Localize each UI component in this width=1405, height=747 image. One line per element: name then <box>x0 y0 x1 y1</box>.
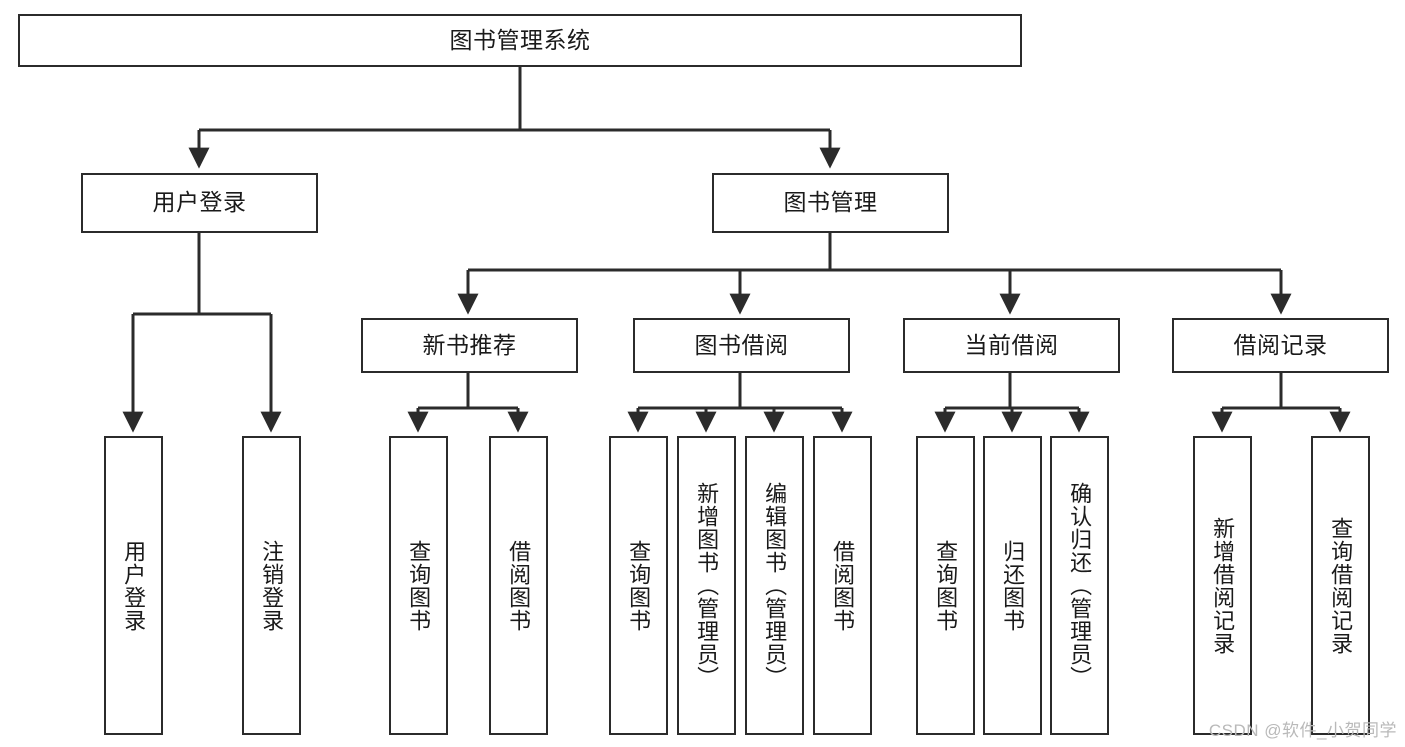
node-new-book-recommend[interactable]: 新书推荐 <box>361 318 578 373</box>
leaf-borrow-book-new-recommend[interactable]: 借阅图书 <box>489 436 548 735</box>
node-book-borrow[interactable]: 图书借阅 <box>633 318 850 373</box>
node-root-book-management-system[interactable]: 图书管理系统 <box>18 14 1022 67</box>
node-label: 查询图书 <box>933 539 959 632</box>
node-label: 用户登录 <box>152 189 247 216</box>
node-label: 归还图书 <box>1000 539 1026 632</box>
leaf-confirm-return-admin[interactable]: 确认归还（管理员） <box>1050 436 1109 735</box>
node-book-management[interactable]: 图书管理 <box>712 173 949 233</box>
leaf-query-borrow-record[interactable]: 查询借阅记录 <box>1311 436 1370 735</box>
node-label: 借阅图书 <box>830 539 856 632</box>
leaf-edit-book-admin[interactable]: 编辑图书（管理员） <box>745 436 804 735</box>
leaf-user-login[interactable]: 用户登录 <box>104 436 163 735</box>
node-label: 编辑图书（管理员） <box>762 482 788 689</box>
node-label: 确认归还（管理员） <box>1067 482 1093 689</box>
leaf-query-book-current[interactable]: 查询图书 <box>916 436 975 735</box>
leaf-return-book[interactable]: 归还图书 <box>983 436 1042 735</box>
leaf-logout-login[interactable]: 注销登录 <box>242 436 301 735</box>
node-label: 新增借阅记录 <box>1210 516 1236 655</box>
leaf-add-book-admin[interactable]: 新增图书（管理员） <box>677 436 736 735</box>
node-label: 新增图书（管理员） <box>694 482 720 689</box>
node-label: 查询图书 <box>626 539 652 632</box>
node-label: 查询借阅记录 <box>1328 516 1354 655</box>
node-label: 注销登录 <box>259 539 285 632</box>
csdn-watermark: CSDN @软件_小贺同学 <box>1208 721 1397 740</box>
node-label: 图书借阅 <box>694 331 789 358</box>
leaf-borrow-book-borrow[interactable]: 借阅图书 <box>813 436 872 735</box>
node-user-login[interactable]: 用户登录 <box>81 173 318 233</box>
node-borrow-record[interactable]: 借阅记录 <box>1172 318 1389 373</box>
node-label: 查询图书 <box>406 539 432 632</box>
leaf-query-book-new-recommend[interactable]: 查询图书 <box>389 436 448 735</box>
node-label: 新书推荐 <box>422 331 517 358</box>
node-current-borrow[interactable]: 当前借阅 <box>903 318 1120 373</box>
leaf-add-borrow-record[interactable]: 新增借阅记录 <box>1193 436 1252 735</box>
leaf-query-book-borrow[interactable]: 查询图书 <box>609 436 668 735</box>
node-label: 借阅记录 <box>1233 331 1328 358</box>
node-label: 图书管理系统 <box>449 26 591 53</box>
node-label: 图书管理 <box>783 189 878 216</box>
node-label: 用户登录 <box>121 539 147 632</box>
node-label: 借阅图书 <box>506 539 532 632</box>
node-label: 当前借阅 <box>964 331 1059 358</box>
